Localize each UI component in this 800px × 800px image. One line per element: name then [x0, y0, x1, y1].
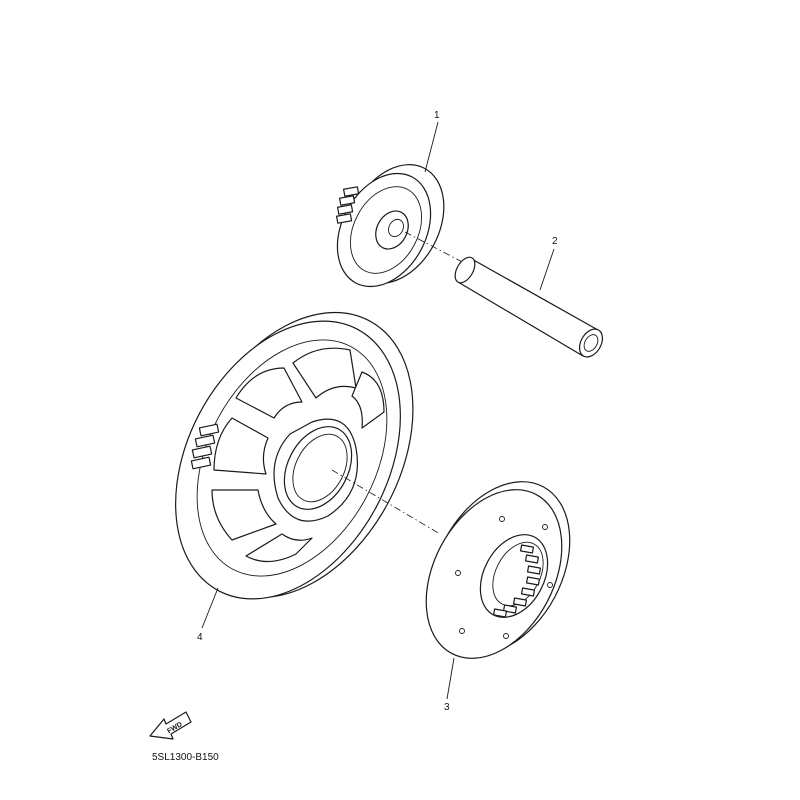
leader-line-2 — [539, 248, 555, 291]
part-4-starter-wheel-gear[interactable] — [130, 273, 459, 638]
axis-line-1-2 — [404, 231, 471, 267]
part-1-gear-teeth — [335, 186, 360, 224]
part-3-bolt-holes — [455, 516, 553, 639]
part-2-shaft[interactable] — [451, 254, 607, 361]
part-label-2: 2 — [552, 236, 558, 247]
part-3-one-way-clutch[interactable] — [399, 458, 598, 682]
fwd-arrow-icon: FWD — [149, 711, 192, 740]
part-label-1: 1 — [434, 110, 440, 121]
part-4-gear-teeth — [190, 423, 220, 470]
part-4-spoke-windows — [211, 347, 385, 563]
part-1-idler-gear[interactable] — [319, 148, 464, 303]
axis-line-4-3 — [331, 469, 441, 535]
diagram-code: 5SL1300-B150 — [152, 752, 219, 763]
leader-line-3 — [446, 657, 455, 700]
part-label-3: 3 — [444, 702, 450, 713]
part-3-sprags — [492, 544, 542, 618]
leader-line-1 — [424, 121, 439, 173]
part-label-4: 4 — [197, 632, 203, 643]
leader-line-4 — [201, 587, 219, 629]
